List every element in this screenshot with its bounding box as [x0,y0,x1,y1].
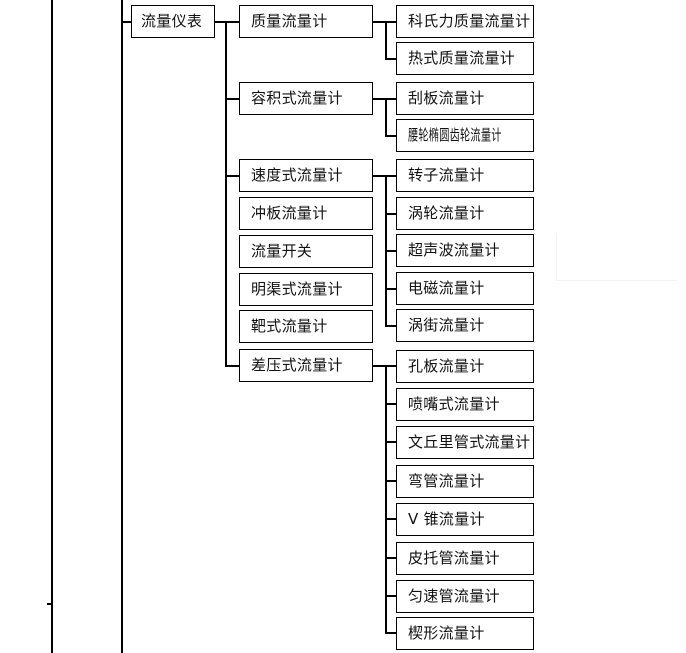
node-differential-pressure-flowmeter[interactable]: 差压式流量计 [239,349,373,382]
connector-velocity-to-turbine [385,213,397,215]
node-label: 超声波流量计 [408,241,500,259]
connector-velocity-to-electromagnetic [385,288,397,290]
node-turbine-flowmeter[interactable]: 涡轮流量计 [396,197,534,230]
node-orifice-flowmeter[interactable]: 孔板流量计 [396,350,534,383]
node-label: 楔形流量计 [408,624,485,642]
node-impact-plate-flowmeter[interactable]: 冲板流量计 [239,197,373,230]
page-margin-tick [47,603,52,605]
connector-mass-to-coriolis [385,21,397,23]
node-label: 电磁流量计 [408,279,485,297]
node-label: 差压式流量计 [251,356,343,374]
node-electromagnetic-flowmeter[interactable]: 电磁流量计 [396,272,534,305]
node-oval-gear-flowmeter[interactable]: 腰轮椭圆齿轮流量计 [396,119,534,152]
node-label: 皮托管流量计 [408,549,500,567]
connector-mass-bus [385,21,387,59]
connector-dp-to-venturi [385,441,397,443]
node-label: 涡街流量计 [408,316,485,334]
node-open-channel-flowmeter[interactable]: 明渠式流量计 [239,273,373,306]
node-v-cone-flowmeter[interactable]: V 锥流量计 [396,503,534,536]
node-target-flowmeter[interactable]: 靶式流量计 [239,310,373,343]
node-label: 匀速管流量计 [408,587,500,605]
node-label: 冲板流量计 [251,204,328,222]
page-margin-line-outer [51,0,53,653]
connector-volumetric-bus [385,98,387,136]
node-label: 质量流量计 [251,12,328,30]
connector-dp-to-orifice [385,365,397,367]
node-label: 转子流量计 [408,166,485,184]
connector-velocity-to-vortex [385,325,397,327]
node-nozzle-flowmeter[interactable]: 喷嘴式流量计 [396,388,534,421]
node-averaging-pitot-flowmeter[interactable]: 匀速管流量计 [396,580,534,613]
node-label: 科氏力质量流量计 [408,12,531,30]
node-flow-switch[interactable]: 流量开关 [239,235,373,268]
node-coriolis-mass-flowmeter[interactable]: 科氏力质量流量计 [396,5,534,38]
node-root-flow-instrument[interactable]: 流量仪表 [131,5,215,38]
node-pitot-tube-flowmeter[interactable]: 皮托管流量计 [396,542,534,575]
node-label: 喷嘴式流量计 [408,395,500,413]
scan-watermark [556,235,677,281]
connector-dp-to-elbow [385,480,397,482]
node-label: 腰轮椭圆齿轮流量计 [408,126,502,144]
connector-mass-to-thermal [385,58,397,60]
node-volumetric-flowmeter[interactable]: 容积式流量计 [239,82,373,115]
connector-trunk-to-velocity [225,175,240,177]
connector-volumetric-to-ovalgear [385,135,397,137]
node-elbow-flowmeter[interactable]: 弯管流量计 [396,465,534,498]
node-label: 容积式流量计 [251,89,343,107]
node-velocity-flowmeter[interactable]: 速度式流量计 [239,159,373,192]
node-venturi-tube-flowmeter[interactable]: 文丘里管式流量计 [396,426,534,459]
connector-dp-to-vcone [385,518,397,520]
node-label: V 锥流量计 [408,510,485,528]
connector-velocity-to-rotor [385,175,397,177]
connector-mass-out [373,21,386,23]
node-label: 刮板流量计 [408,89,485,107]
connector-dp-to-pitot [385,557,397,559]
connector-trunk-to-volumetric [225,98,240,100]
node-label: 热式质量流量计 [408,49,516,67]
connector-trunk-to-diffpressure [225,365,240,367]
connector-margin-to-root [122,21,132,23]
node-wedge-flowmeter[interactable]: 楔形流量计 [396,617,534,650]
node-label: 流量仪表 [141,12,203,30]
node-vortex-flowmeter[interactable]: 涡街流量计 [396,309,534,342]
connector-trunk-level2 [225,21,227,366]
node-thermal-mass-flowmeter[interactable]: 热式质量流量计 [396,42,534,75]
node-scraper-flowmeter[interactable]: 刮板流量计 [396,82,534,115]
connector-volumetric-to-scraper [385,98,397,100]
connector-dp-to-averaging [385,595,397,597]
node-rotor-flowmeter[interactable]: 转子流量计 [396,159,534,192]
connector-diffpressure-out [373,365,386,367]
node-label: 弯管流量计 [408,472,485,490]
connector-velocity-to-ultrasonic [385,250,397,252]
node-label: 速度式流量计 [251,166,343,184]
node-mass-flowmeter[interactable]: 质量流量计 [239,5,373,38]
connector-dp-to-wedge [385,632,397,634]
node-label: 靶式流量计 [251,317,328,335]
node-label: 文丘里管式流量计 [408,433,531,451]
node-ultrasonic-flowmeter[interactable]: 超声波流量计 [396,234,534,267]
connector-dp-to-nozzle [385,403,397,405]
node-label: 流量开关 [251,242,313,260]
node-label: 涡轮流量计 [408,204,485,222]
page-margin-line-inner [121,0,123,653]
node-label: 孔板流量计 [408,357,485,375]
connector-diffpressure-bus [385,365,387,633]
connector-root-stub [215,21,226,23]
connector-velocity-out [373,175,386,177]
connector-trunk-to-mass [225,21,240,23]
node-label: 明渠式流量计 [251,280,343,298]
connector-volumetric-out [373,98,386,100]
